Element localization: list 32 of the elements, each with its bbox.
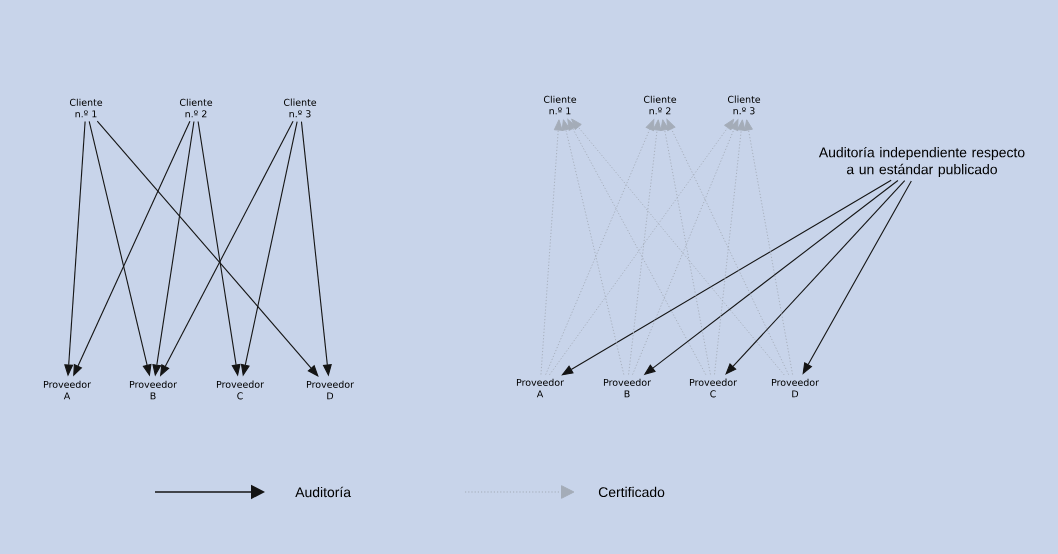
auditor-label: Auditoría independiente respecto a un estándar publicado <box>818 146 1025 178</box>
dotted-arrow <box>628 119 662 375</box>
client-label: Cliente n.º 3 <box>283 98 317 118</box>
dotted-arrow <box>632 119 739 376</box>
legend-label: Certificado <box>598 486 665 498</box>
supplier-label: Proveedor D <box>306 380 354 400</box>
dotted-arrow <box>567 118 707 376</box>
dotted-arrow <box>571 118 785 376</box>
dotted-arrow <box>666 119 790 376</box>
dotted-arrow <box>545 119 655 376</box>
supplier-label: Proveedor B <box>129 380 177 400</box>
supplier-label: Proveedor A <box>43 380 91 400</box>
client-label: Cliente n.º 1 <box>69 98 103 118</box>
arrow <box>96 120 319 377</box>
dotted-arrow <box>549 118 735 376</box>
supplier-label: Proveedor C <box>689 378 737 398</box>
supplier-label: Proveedor D <box>771 378 819 398</box>
dotted-arrow <box>714 119 746 375</box>
client-label: Cliente n.º 1 <box>543 95 577 115</box>
supplier-label: Proveedor A <box>516 378 564 398</box>
client-label: Cliente n.º 3 <box>727 95 761 115</box>
client-label: Cliente n.º 2 <box>179 98 213 118</box>
dotted-arrow <box>561 119 625 375</box>
dotted-arrow <box>540 119 563 375</box>
legend-label: Auditoría <box>295 486 352 498</box>
client-label: Cliente n.º 2 <box>643 95 677 115</box>
arrow <box>561 179 892 376</box>
supplier-label: Proveedor B <box>603 378 651 398</box>
dotted-arrow <box>744 119 794 375</box>
supplier-label: Proveedor C <box>216 380 264 400</box>
dotted-arrow <box>660 119 711 375</box>
arrow <box>725 180 906 375</box>
